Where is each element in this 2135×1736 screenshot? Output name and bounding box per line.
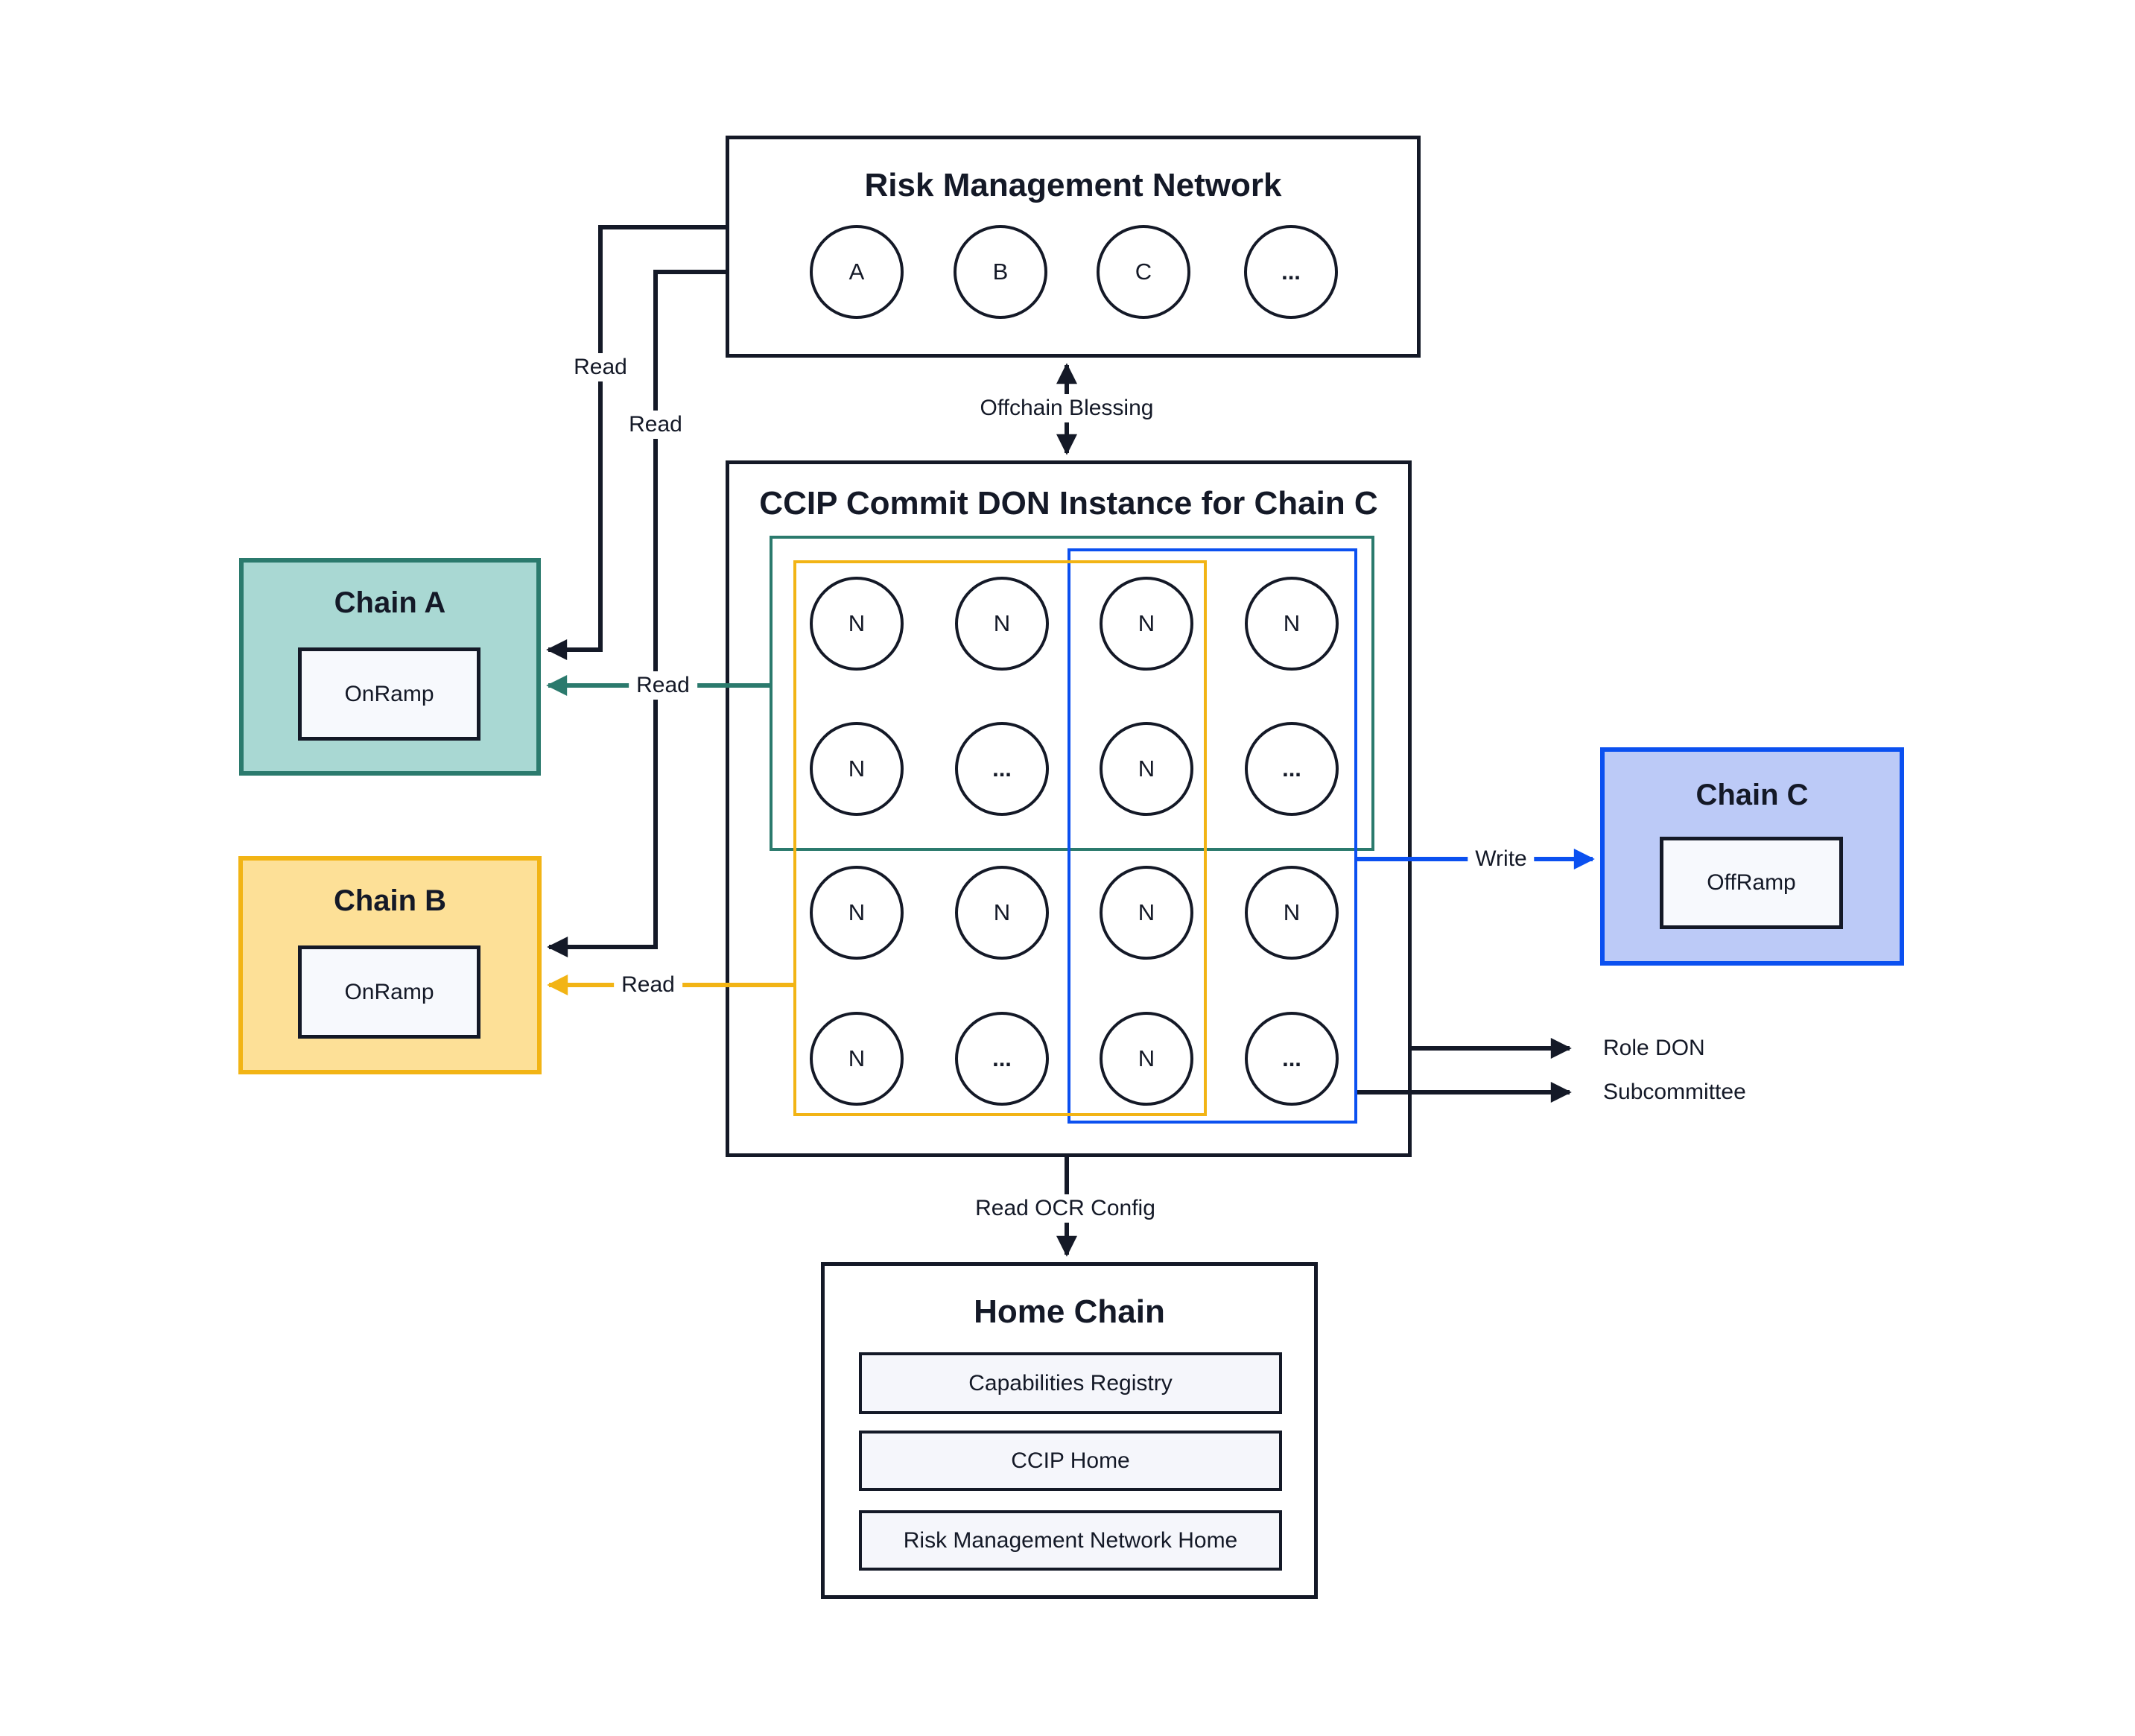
chain-c-offramp-box: OffRamp [1660, 837, 1843, 929]
don-node: N [955, 866, 1049, 960]
rmn-node-c: C [1097, 225, 1190, 319]
don-node: N [1100, 577, 1193, 671]
read-label-don-b: Read [614, 971, 682, 999]
rmn-node-a: A [810, 225, 904, 319]
don-node-more: ... [955, 722, 1049, 816]
don-node: N [810, 1012, 904, 1106]
don-node: N [810, 722, 904, 816]
chain-a-onramp-box: OnRamp [298, 647, 480, 741]
capabilities-registry-box: Capabilities Registry [859, 1352, 1282, 1414]
chain-b-onramp-label: OnRamp [344, 979, 434, 1004]
don-node: N [1100, 722, 1193, 816]
blue-subcommittee-rect [1068, 548, 1357, 1124]
subcommittee-label: Subcommittee [1603, 1078, 1746, 1106]
read-label-rmn-a: Read [566, 353, 635, 381]
rmn-node-b: B [954, 225, 1047, 319]
read-ocr-config-label: Read OCR Config [968, 1194, 1163, 1223]
ccip-home-label: CCIP Home [1011, 1448, 1130, 1473]
don-node-more: ... [955, 1012, 1049, 1106]
chain-a-onramp-label: OnRamp [344, 681, 434, 706]
don-node: N [1100, 1012, 1193, 1106]
don-node: N [1245, 577, 1339, 671]
ccip-home-box: CCIP Home [859, 1431, 1282, 1491]
don-node-more: ... [1245, 1012, 1339, 1106]
don-node: N [1245, 866, 1339, 960]
capabilities-registry-label: Capabilities Registry [968, 1370, 1173, 1396]
rmn-home-label: Risk Management Network Home [903, 1527, 1238, 1553]
rmn-home-box: Risk Management Network Home [859, 1510, 1282, 1571]
read-label-rmn-b: Read [621, 411, 690, 439]
don-node: N [810, 866, 904, 960]
write-label: Write [1468, 845, 1535, 873]
risk-management-network-title: Risk Management Network [864, 167, 1282, 203]
ccip-commit-don-title: CCIP Commit DON Instance for Chain C [759, 485, 1378, 522]
chain-b-title: Chain B [333, 884, 447, 917]
chain-b-onramp-box: OnRamp [298, 945, 480, 1039]
read-label-don-a: Read [629, 671, 697, 700]
amber-subcommittee-rect [793, 560, 1207, 1116]
chain-c-offramp-label: OffRamp [1707, 870, 1796, 895]
chain-c-title: Chain C [1695, 779, 1809, 811]
don-node: N [1100, 866, 1193, 960]
don-node: N [810, 577, 904, 671]
home-chain-title: Home Chain [974, 1293, 1165, 1330]
don-node-more: ... [1245, 722, 1339, 816]
offchain-blessing-label: Offchain Blessing [972, 394, 1161, 422]
role-don-label: Role DON [1603, 1034, 1705, 1062]
rmn-node-more: ... [1244, 225, 1338, 319]
don-node: N [955, 577, 1049, 671]
teal-subcommittee-rect [770, 536, 1374, 851]
chain-a-title: Chain A [334, 586, 446, 619]
